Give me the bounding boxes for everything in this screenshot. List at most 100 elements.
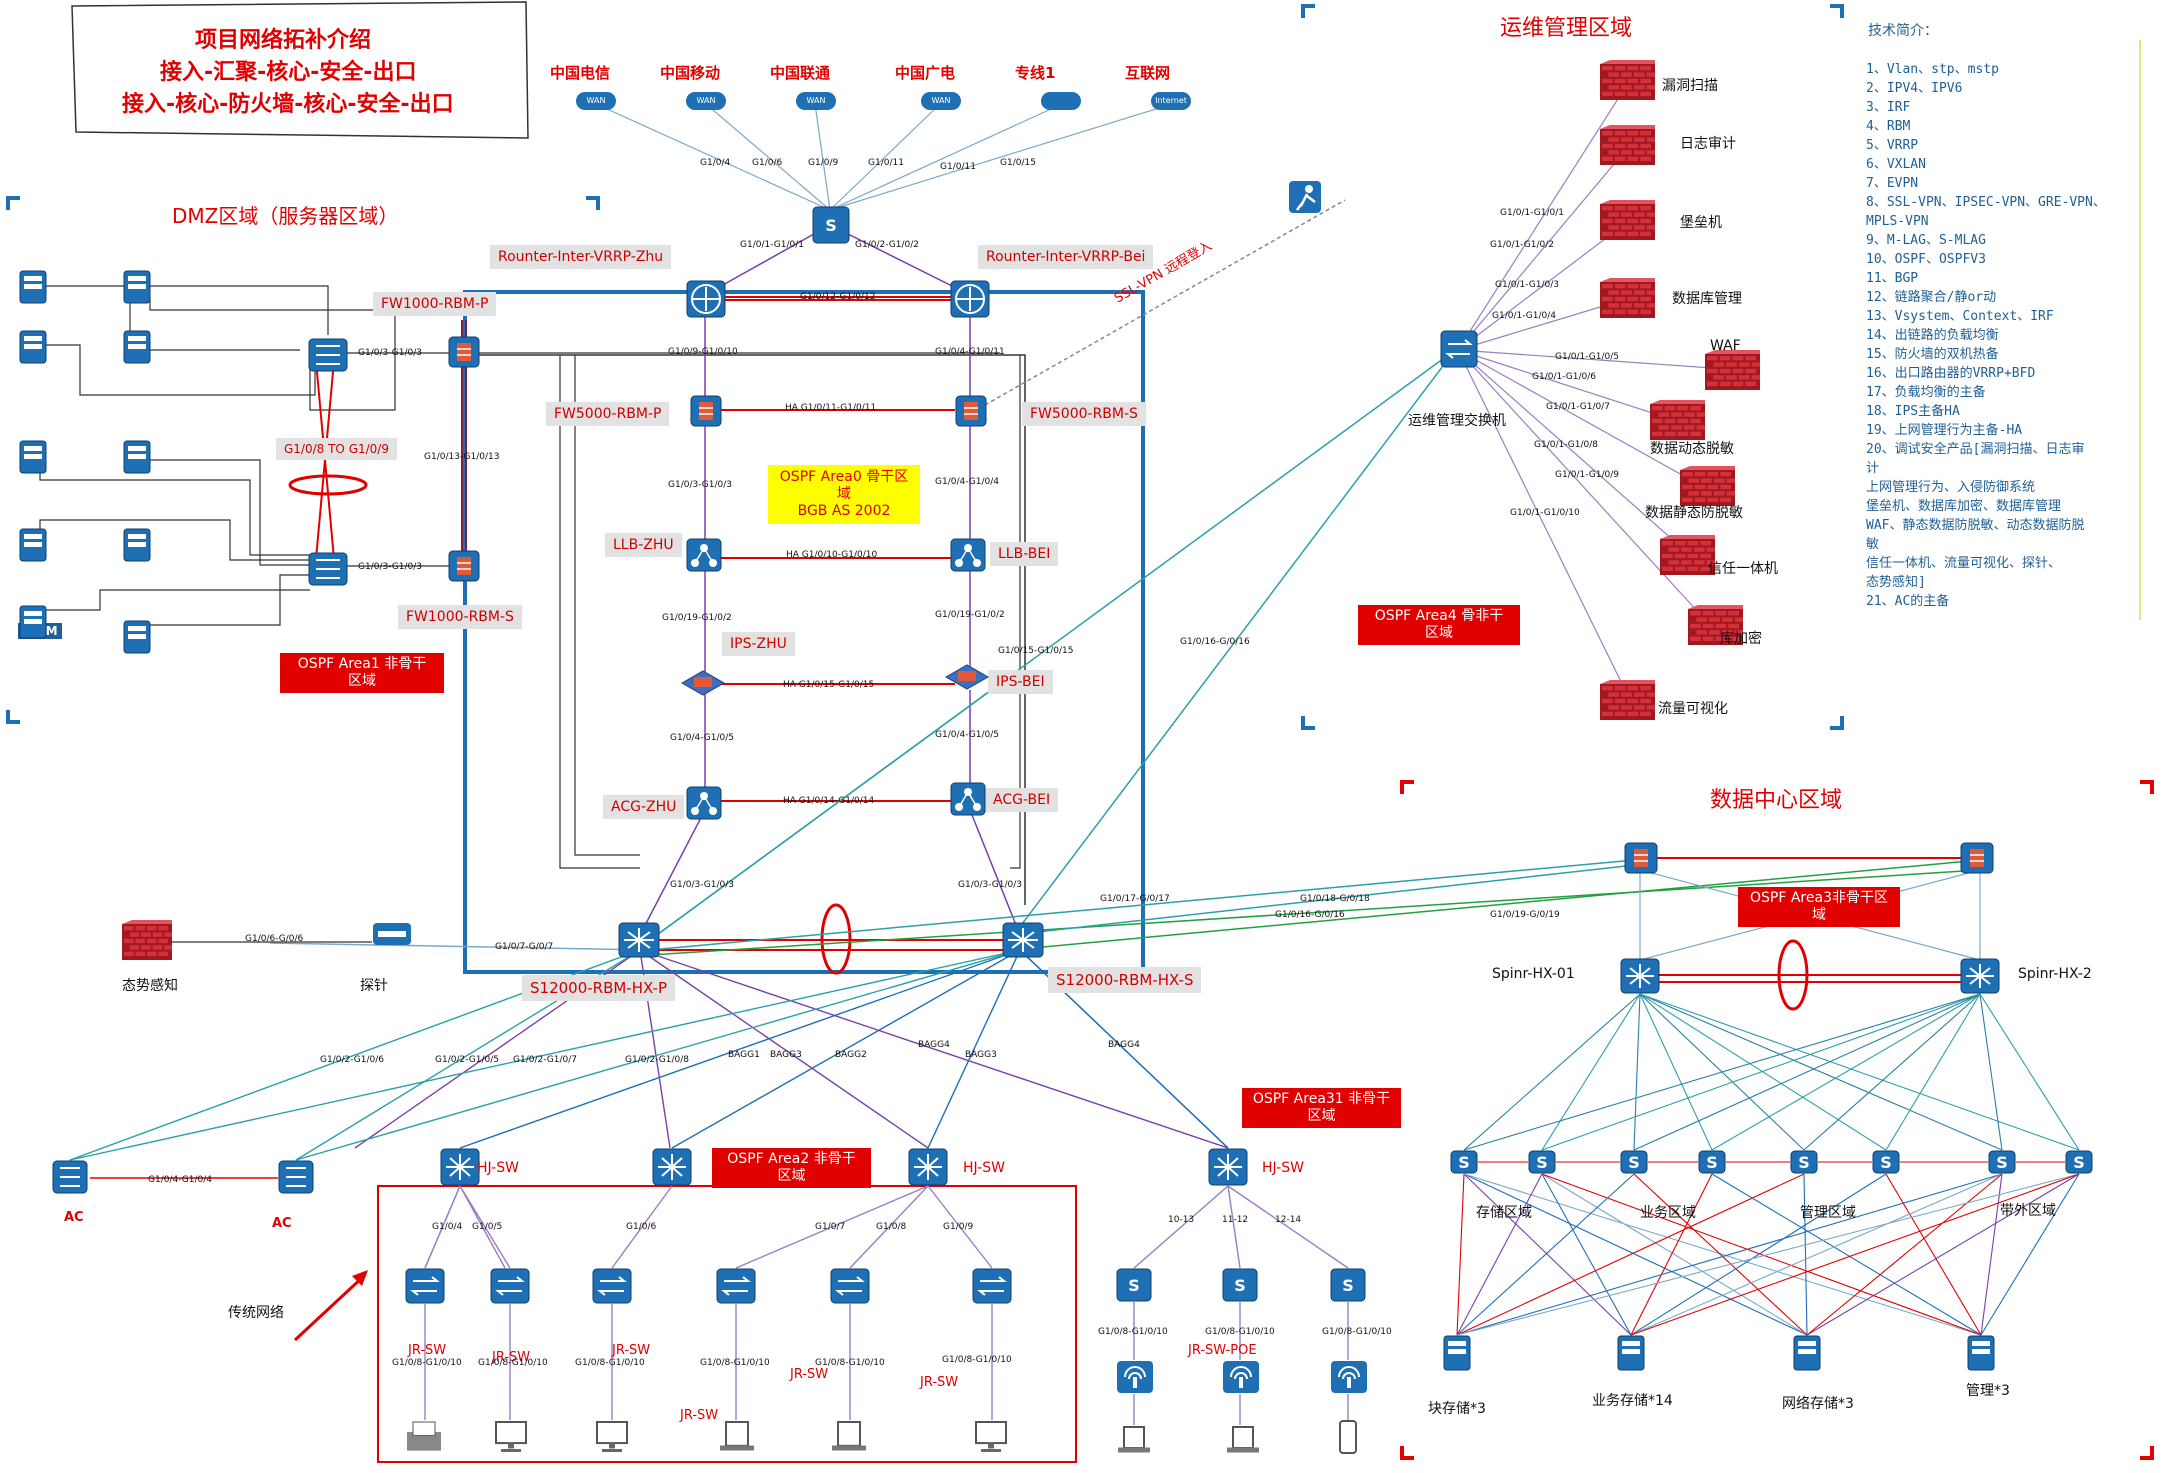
leaf-7-icon[interactable]: S	[2065, 1150, 2093, 1174]
leaf-storage-0-0	[1456, 1173, 1465, 1336]
endpoint-0-icon[interactable]	[405, 1420, 443, 1454]
access-switch-4-icon[interactable]	[830, 1268, 870, 1304]
ospf-area4-line1: OSPF Area4 骨非干	[1374, 608, 1504, 624]
ops-device-2-icon[interactable]	[1600, 200, 1655, 240]
dmz-switch-2-icon[interactable]	[308, 552, 348, 586]
dmz-server-6-icon[interactable]	[16, 528, 50, 562]
access-switch-2-icon[interactable]	[592, 1268, 632, 1304]
leaf-1-icon[interactable]: S	[1528, 1150, 1556, 1174]
router-zhu-icon[interactable]	[686, 280, 726, 318]
access-switch-5-icon[interactable]	[972, 1268, 1012, 1304]
core-s-icon[interactable]	[1002, 922, 1044, 958]
dc-storage-3-icon[interactable]	[1964, 1335, 1998, 1371]
dmz-server-8-icon[interactable]	[16, 605, 50, 639]
poe-switch-1-icon[interactable]: S	[1222, 1268, 1258, 1302]
ops-device-4-icon[interactable]	[1705, 350, 1760, 390]
endpoint-5-icon[interactable]	[972, 1420, 1010, 1454]
port-acc-down-7: G1/0/8-G1/0/10	[1205, 1327, 1275, 1337]
fw1000s-icon[interactable]	[448, 550, 480, 582]
llb-zhu-icon[interactable]	[686, 538, 722, 572]
core-p-icon[interactable]	[618, 922, 660, 958]
endpoint-3-icon[interactable]	[718, 1420, 756, 1454]
port-ips-acg1: G1/0/4-G1/0/5	[670, 733, 735, 743]
sit-firewall-icon[interactable]	[122, 920, 172, 960]
leaf-6-icon[interactable]: S	[1988, 1150, 2016, 1174]
ops-device-1-icon[interactable]	[1600, 125, 1655, 165]
leaf-5-icon[interactable]: S	[1872, 1150, 1900, 1174]
leaf-3-icon[interactable]: S	[1698, 1150, 1726, 1174]
dmz-server-0-icon[interactable]	[16, 270, 50, 304]
fw1000p-icon[interactable]	[448, 336, 480, 368]
poe-switch-2-icon[interactable]: S	[1330, 1268, 1366, 1302]
hj-sw-2-icon[interactable]	[908, 1148, 948, 1186]
remote-user-icon[interactable]	[1288, 180, 1322, 214]
endpoint-2-icon[interactable]	[593, 1420, 631, 1454]
leaf-storage-1-3	[1541, 1173, 1982, 1336]
endpoint-1-icon[interactable]	[492, 1420, 530, 1454]
leaf-storage-6-2	[1806, 1173, 2003, 1336]
ips-zhu-icon[interactable]	[678, 668, 728, 698]
ap-2-icon[interactable]	[1330, 1360, 1368, 1394]
ops-device-0-icon[interactable]	[1600, 60, 1655, 100]
leaf-2-icon[interactable]: S	[1620, 1150, 1648, 1174]
ops-device-3-icon[interactable]	[1600, 278, 1655, 318]
access-switch-1-icon[interactable]	[490, 1268, 530, 1304]
ac-2-icon[interactable]	[278, 1160, 314, 1194]
access-switch-0-icon[interactable]	[405, 1268, 445, 1304]
access-switch-3-icon[interactable]	[716, 1268, 756, 1304]
spine-leaf-0-1	[1541, 993, 1641, 1151]
hj-sw-1-icon[interactable]	[652, 1148, 692, 1186]
spine-2-icon[interactable]	[1960, 958, 2000, 994]
acg-zhu-icon[interactable]	[686, 786, 722, 820]
ap-0-icon[interactable]	[1116, 1360, 1154, 1394]
poe-endpoint-1-icon[interactable]	[1225, 1425, 1261, 1455]
ospf-area1-line1: OSPF Area1 非骨干	[297, 656, 427, 672]
dc-storage-2-icon[interactable]	[1790, 1335, 1824, 1371]
dmz-server-7-icon[interactable]	[120, 528, 154, 562]
port-ac-ac: G1/0/4-G1/0/4	[148, 1175, 213, 1185]
isp-port-5: G1/0/15	[1000, 158, 1036, 168]
router-bei-icon[interactable]	[950, 280, 990, 318]
ops-device-9-icon[interactable]	[1600, 680, 1655, 720]
hj-sw-0-icon[interactable]	[440, 1148, 480, 1186]
acg-bei-icon[interactable]	[950, 782, 986, 816]
dmz-switch-1-icon[interactable]	[308, 338, 348, 372]
llb-bei-icon[interactable]	[950, 538, 986, 572]
ap-1-icon[interactable]	[1222, 1360, 1260, 1394]
ops-device-6-icon[interactable]	[1680, 466, 1735, 506]
leaf-4-icon[interactable]: S	[1790, 1150, 1818, 1174]
ospf-area3-box: OSPF Area3非骨干区 域	[1738, 887, 1900, 927]
hj-sw-3-icon[interactable]	[1208, 1148, 1248, 1186]
port-acc-down-4: G1/0/8-G1/0/10	[815, 1358, 885, 1368]
dc-storage-label-0: 块存储*3	[1428, 1401, 1486, 1417]
endpoint-4-icon[interactable]	[830, 1420, 868, 1454]
leaf-storage-1-2	[1541, 1173, 1808, 1336]
dc-fw-2-icon[interactable]	[1960, 842, 1994, 874]
ops-device-5-icon[interactable]	[1650, 400, 1705, 440]
ops-switch-icon[interactable]	[1440, 330, 1478, 368]
dmz-server-5-icon[interactable]	[120, 440, 154, 474]
poe-endpoint-2-icon[interactable]	[1330, 1420, 1366, 1454]
dmz-server-9-icon[interactable]	[120, 620, 154, 654]
port-acc-5: G1/0/9	[943, 1222, 974, 1232]
dmz-server-4-icon[interactable]	[16, 440, 50, 474]
poe-switch-0-icon[interactable]: S	[1116, 1268, 1152, 1302]
ac-1-icon[interactable]	[52, 1160, 88, 1194]
wan-switch-icon[interactable]: S	[812, 206, 850, 244]
dmz-server-2-icon[interactable]	[16, 330, 50, 364]
ac2-label: AC	[272, 1216, 292, 1231]
dc-fw-1-icon[interactable]	[1624, 842, 1658, 874]
ips-bei-icon[interactable]	[942, 662, 992, 692]
dmz-server-1-icon[interactable]	[120, 270, 154, 304]
ops-device-7-icon[interactable]	[1660, 535, 1715, 575]
probe-icon[interactable]	[372, 922, 412, 946]
leaf-0-icon[interactable]: S	[1450, 1150, 1478, 1174]
dc-storage-0-icon[interactable]	[1440, 1335, 1474, 1371]
fw5000p-icon[interactable]	[690, 395, 722, 427]
dmz-server-3-icon[interactable]	[120, 330, 154, 364]
spine-1-icon[interactable]	[1620, 958, 1660, 994]
poe-endpoint-0-icon[interactable]	[1116, 1425, 1152, 1455]
fw5000s-icon[interactable]	[955, 395, 987, 427]
dc-storage-1-icon[interactable]	[1614, 1335, 1648, 1371]
ops-device-8-icon[interactable]	[1688, 605, 1743, 645]
